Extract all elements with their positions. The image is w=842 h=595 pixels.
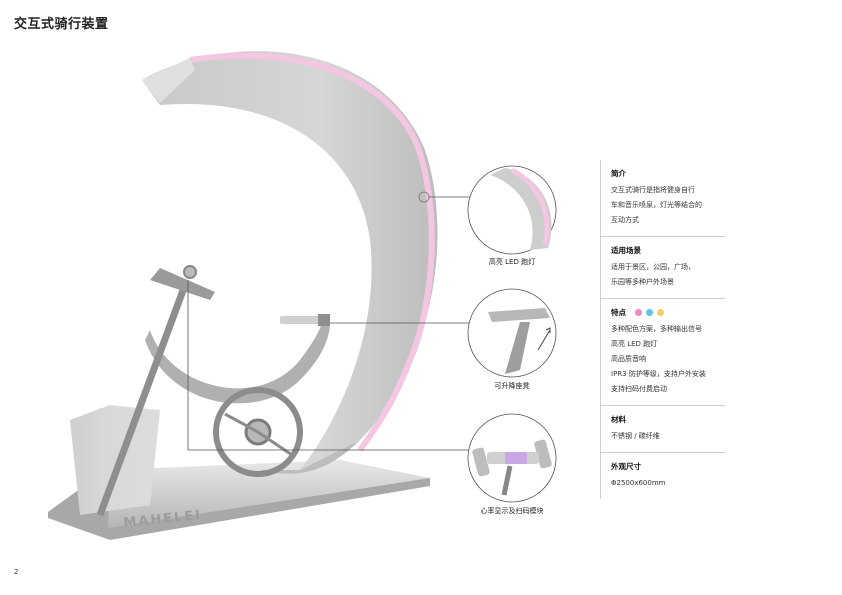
callout-led-detail [467, 165, 557, 255]
spec-intro-line: 交互式骑行是指将健身自行 [611, 186, 695, 194]
spec-scenes-line: 乐园等多种户外场景 [611, 278, 674, 286]
spec-size-heading: 外观尺寸 [611, 462, 641, 471]
page-number: 2 [14, 568, 19, 576]
spec-scenes: 适用场景 适用于景区，公园，广场， 乐园等多种户外场景 [601, 237, 725, 299]
spec-features-line: 高亮 LED 跑灯 [611, 340, 658, 348]
inner-beam [145, 314, 330, 404]
callout-display-detail [467, 413, 557, 503]
spec-scenes-line: 适用于景区，公园，广场， [611, 263, 695, 271]
spec-material-line: 不锈钢 / 碳纤维 [611, 432, 660, 440]
spec-features-line: 多种配色方案，多种输出信号 [611, 325, 702, 333]
spec-size: 外观尺寸 Φ2500x600mm [601, 453, 725, 499]
callout-caption-display: 心率显示及扫码模块 [480, 507, 544, 515]
flywheel [213, 387, 303, 477]
color-swatches [634, 308, 668, 318]
color-swatch-pink [634, 308, 642, 316]
color-swatch-yellow [656, 308, 664, 316]
handle-post [96, 265, 215, 517]
spec-size-line: Φ2500x600mm [611, 479, 666, 487]
spec-material: 材料 不锈钢 / 碳纤维 [601, 406, 725, 453]
callout-caption-seat: 可升降座凳 [494, 382, 530, 390]
spec-scenes-heading: 适用场景 [611, 246, 641, 255]
callout-seat-detail [467, 288, 557, 378]
front-column [70, 405, 160, 515]
spec-intro-heading: 简介 [611, 169, 626, 178]
callout-leaders [187, 191, 470, 451]
spec-features-line: IPR3 防护等级，支持户外安装 [611, 370, 706, 378]
spec-material-heading: 材料 [611, 415, 626, 424]
page-title: 交互式骑行装置 [14, 17, 109, 32]
spec-intro-line: 互动方式 [611, 216, 639, 224]
spec-features-heading: 特点 [611, 308, 626, 317]
color-swatch-blue [645, 308, 653, 316]
spec-panel: 简介 交互式骑行是指将健身自行 车和音乐喷泉，灯光等结合的 互动方式 适用场景 … [600, 160, 725, 499]
spec-intro-line: 车和音乐喷泉，灯光等结合的 [611, 201, 702, 209]
spec-features: 特点 多种配色方案，多种输出信号 高亮 LED 跑灯 高品质音响 IPR3 防护… [601, 299, 725, 406]
spec-features-line: 高品质音响 [611, 355, 646, 363]
c-ring [142, 51, 438, 474]
spec-features-line: 支持扫码付费启动 [611, 385, 667, 393]
callout-caption-led: 高亮 LED 跑灯 [488, 258, 536, 266]
spec-features-heading-row: 特点 [611, 307, 725, 318]
spec-intro: 简介 交互式骑行是指将健身自行 车和音乐喷泉，灯光等结合的 互动方式 [601, 160, 725, 237]
